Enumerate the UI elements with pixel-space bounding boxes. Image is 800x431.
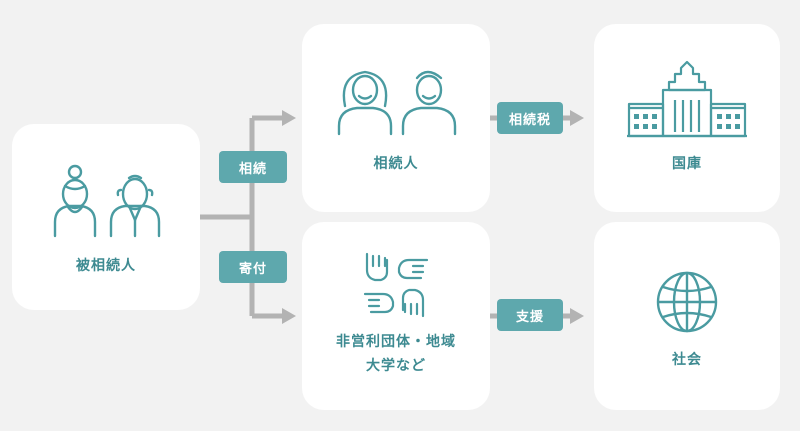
inheritance-badge: 相続 bbox=[219, 151, 287, 183]
government-building-icon bbox=[627, 60, 747, 138]
decedent-card: 被相続人 bbox=[12, 124, 200, 310]
heirs-label: 相続人 bbox=[373, 156, 419, 172]
society-label: 社会 bbox=[672, 352, 702, 368]
nonprofit-label-line2: 大学など bbox=[366, 358, 426, 374]
couple-icon bbox=[337, 70, 457, 136]
hands-icon bbox=[363, 252, 429, 318]
nonprofit-label-line1: 非営利団体・地域 bbox=[336, 334, 456, 350]
decedent-label: 被相続人 bbox=[76, 258, 136, 274]
support-badge: 支援 bbox=[497, 299, 563, 331]
elderly-couple-icon bbox=[53, 164, 161, 238]
heirs-card: 相続人 bbox=[302, 24, 490, 212]
inheritance-tax-badge: 相続税 bbox=[497, 102, 563, 134]
donation-badge: 寄付 bbox=[219, 251, 287, 283]
society-card: 社会 bbox=[594, 222, 780, 410]
globe-icon bbox=[656, 271, 718, 333]
treasury-label: 国庫 bbox=[672, 156, 702, 172]
treasury-card: 国庫 bbox=[594, 24, 780, 212]
nonprofit-card: 非営利団体・地域 大学など bbox=[302, 222, 490, 410]
